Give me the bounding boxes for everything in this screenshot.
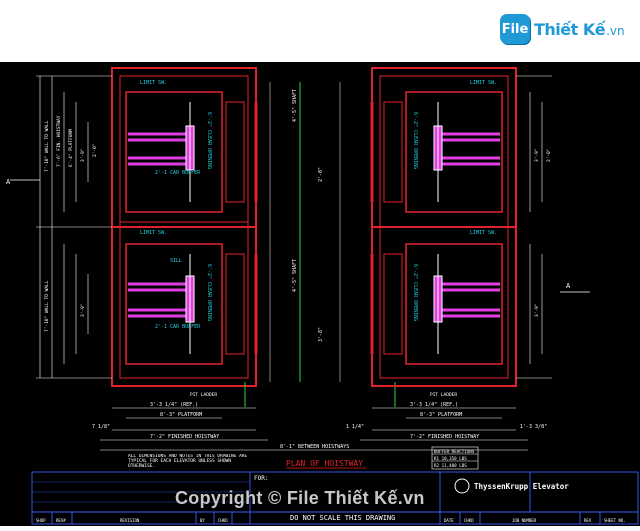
middle-dims: 4'-5" SHAFT 4'-5" SHAFT 2'-0" 3'-8" — [292, 89, 324, 342]
svg-text:CHKD: CHKD — [218, 518, 228, 523]
svg-text:7'-10" WALL TO WALL: 7'-10" WALL TO WALL — [44, 280, 50, 332]
svg-text:3'-8": 3'-8" — [318, 327, 324, 342]
right-hoistway — [371, 67, 517, 387]
svg-text:2'-1 CAR BUFFER: 2'-1 CAR BUFFER — [155, 324, 201, 330]
section-marker-left: A — [6, 178, 11, 186]
pit-ladder-left: PIT LADDER — [190, 392, 217, 398]
svg-text:7'-6" FIN. HOISTWAY: 7'-6" FIN. HOISTWAY — [56, 115, 62, 167]
svg-text:REV: REV — [584, 518, 592, 523]
site-logo[interactable]: File Thiết Kế .vn — [500, 10, 625, 48]
right-dim-text: 3'-9" 2'-0" 3'-9" — [534, 148, 552, 317]
cad-drawing-area: LIMIT SW. LIMIT SW. 6'-2" CLEAR OPENING … — [0, 62, 640, 526]
svg-text:2'-0": 2'-0" — [546, 148, 552, 162]
svg-text:SHOP: SHOP — [36, 518, 46, 523]
svg-text:3'-9": 3'-9" — [80, 303, 86, 317]
svg-text:3'-9": 3'-9" — [534, 148, 540, 162]
svg-text:6'-4" PLATFORM: 6'-4" PLATFORM — [68, 129, 74, 167]
svg-text:7'-10" WALL TO WALL: 7'-10" WALL TO WALL — [44, 120, 50, 172]
right-dim-lines — [516, 75, 552, 379]
bottom-dim-lines — [100, 407, 528, 451]
svg-text:6'-2" CLEAR OPENING: 6'-2" CLEAR OPENING — [412, 264, 418, 321]
svg-text:2'-0": 2'-0" — [92, 143, 98, 157]
svg-text:LIMIT SW.: LIMIT SW. — [470, 80, 497, 86]
left-dim-text: 7'-10" WALL TO WALL 7'-10" WALL TO WALL … — [44, 115, 98, 332]
svg-text:SHEET NO.: SHEET NO. — [604, 518, 626, 523]
svg-text:6'-2" CLEAR OPENING: 6'-2" CLEAR OPENING — [206, 112, 212, 169]
logo-tld: .vn — [606, 24, 625, 38]
svg-text:4'-5" SHAFT: 4'-5" SHAFT — [292, 89, 298, 122]
buffer-r1: R1 10,350 LBS — [434, 456, 467, 461]
section-arrows — [10, 179, 590, 293]
svg-text:2'-1 CAR BUFFER: 2'-1 CAR BUFFER — [155, 170, 201, 176]
svg-text:7'-2" FINISHED HOISTWAY: 7'-2" FINISHED HOISTWAY — [150, 434, 219, 440]
svg-text:8'-3" PLATFORM: 8'-3" PLATFORM — [160, 412, 202, 418]
svg-text:REVISION: REVISION — [120, 518, 140, 523]
pit-ladder-right: PIT LADDER — [430, 392, 457, 398]
buffer-r2: R2 11,400 LBS — [434, 463, 467, 468]
svg-text:LIMIT SW.: LIMIT SW. — [470, 230, 497, 236]
bottom-dim-text: 3'-3 1/4" (REF.) 8'-3" PLATFORM 7'-2" FI… — [92, 402, 547, 450]
right-annotations: LIMIT SW. LIMIT SW. 6'-2" CLEAR OPENING … — [412, 80, 497, 321]
svg-text:SILL: SILL — [170, 258, 182, 264]
do-not-scale: DO NOT SCALE THIS DRAWING — [290, 514, 395, 522]
svg-text:CHKD: CHKD — [464, 518, 474, 523]
left-hoistway — [111, 67, 257, 387]
buffer-reactions-table — [431, 446, 479, 470]
svg-text:BY: BY — [200, 518, 205, 523]
svg-text:8'-3" PLATFORM: 8'-3" PLATFORM — [420, 412, 462, 418]
svg-text:7 1/8": 7 1/8" — [92, 424, 110, 430]
company-logo-mark — [454, 478, 470, 494]
right-rails — [442, 132, 500, 318]
svg-text:7'-2" FINISHED HOISTWAY: 7'-2" FINISHED HOISTWAY — [410, 434, 479, 440]
right-rail-brackets — [433, 102, 443, 354]
drawing-title: PLAN OF HOISTWAY — [286, 459, 363, 468]
logo-badge: File — [500, 14, 530, 44]
left-annotations: LIMIT SW. LIMIT SW. 6'-2" CLEAR OPENING … — [140, 80, 212, 330]
copyright-watermark: Copyright © File Thiết Kế.vn — [175, 488, 425, 508]
svg-text:3'-3 1/4" (REF.): 3'-3 1/4" (REF.) — [410, 402, 458, 408]
svg-text:DATE: DATE — [444, 518, 454, 523]
title-block-headers: SHOP REV# REVISION BY CHKD DATE CHKD JOB… — [36, 518, 626, 523]
section-marker-right: A — [566, 282, 571, 290]
svg-text:3'-9": 3'-9" — [534, 303, 540, 317]
svg-text:3'-9": 3'-9" — [80, 148, 86, 162]
svg-text:6'-2" CLEAR OPENING: 6'-2" CLEAR OPENING — [412, 112, 418, 169]
left-rails — [128, 132, 186, 318]
title-block — [31, 471, 639, 525]
svg-text:8'-1" BETWEEN HOISTWAYS: 8'-1" BETWEEN HOISTWAYS — [280, 444, 349, 450]
svg-text:1 1/4": 1 1/4" — [346, 424, 364, 430]
svg-text:LIMIT SW.: LIMIT SW. — [140, 230, 167, 236]
left-dim-lines — [36, 75, 112, 379]
svg-text:JOB NUMBER: JOB NUMBER — [512, 518, 537, 523]
left-rail-brackets — [185, 102, 195, 354]
svg-text:2'-0": 2'-0" — [318, 167, 324, 182]
for-label: FOR: — [254, 475, 268, 482]
general-note: ALL DIMENSIONS AND NOTES IN THIS DRAWING… — [128, 454, 248, 469]
svg-text:4'-5" SHAFT: 4'-5" SHAFT — [292, 259, 298, 292]
svg-text:1'-3 3/8": 1'-3 3/8" — [520, 424, 547, 430]
middle-extension-lines — [269, 82, 341, 382]
svg-text:REV#: REV# — [56, 518, 66, 523]
svg-text:6'-2" CLEAR OPENING: 6'-2" CLEAR OPENING — [206, 264, 212, 321]
svg-text:3'-3 1/4" (REF.): 3'-3 1/4" (REF.) — [150, 402, 198, 408]
buffer-reactions-title: BUFFER REACTIONS — [434, 449, 475, 454]
svg-text:LIMIT SW.: LIMIT SW. — [140, 80, 167, 86]
top-banner: File Thiết Kế .vn — [0, 0, 640, 62]
logo-brand: Thiết Kế — [534, 19, 606, 39]
company-name: ThyssenKrupp Elevator — [474, 482, 569, 491]
